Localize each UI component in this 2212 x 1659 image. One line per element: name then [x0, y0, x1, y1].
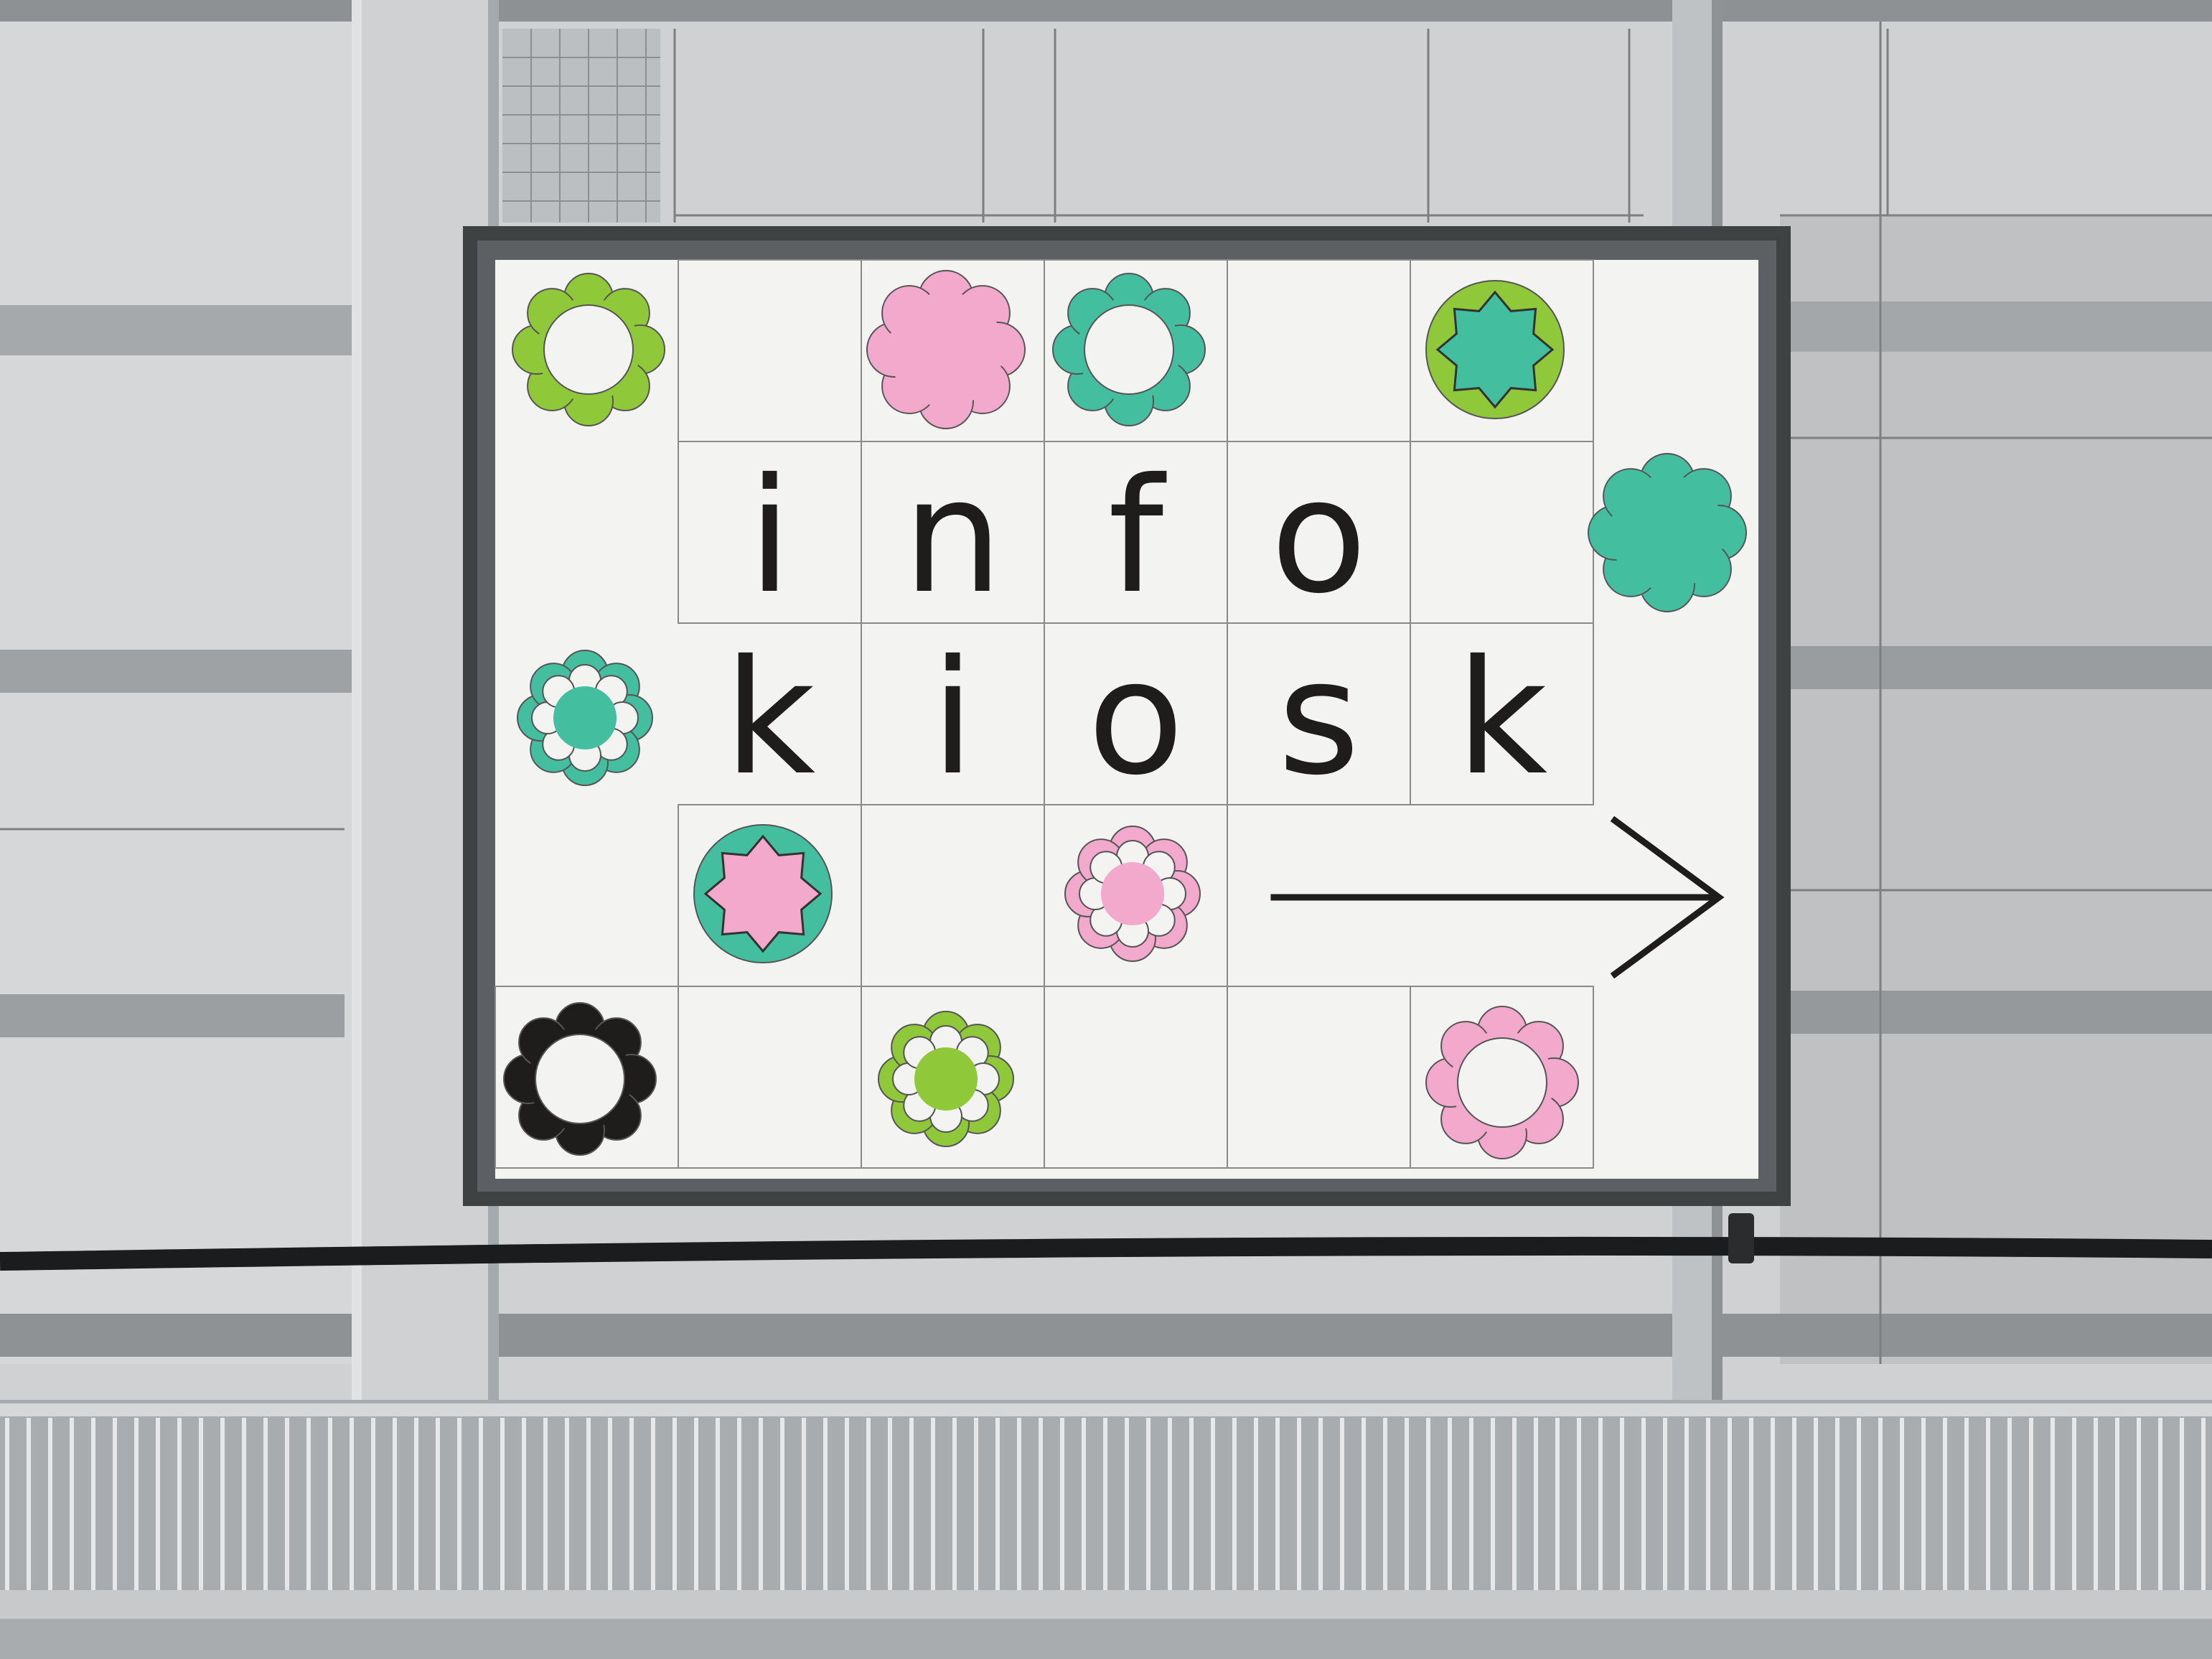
right-arrow-icon	[1270, 816, 1725, 979]
teal-solid-flower-icon	[1588, 453, 1747, 612]
sign-letter: o	[1270, 444, 1367, 628]
sign-letter: f	[1108, 444, 1167, 628]
pink-solid-flower-icon	[866, 270, 1026, 429]
green-star-badge-icon	[1425, 280, 1565, 419]
sign-letter: k	[724, 626, 815, 810]
green-scallop-flower-icon	[878, 1011, 1014, 1147]
teal-ring-flower-icon	[1052, 273, 1206, 426]
sign-letter: k	[1456, 626, 1547, 810]
balcony-railing	[0, 1400, 2212, 1659]
sign-flowers	[503, 270, 1747, 1159]
black-ring-flower-icon	[503, 1002, 657, 1156]
sign-letter: n	[903, 444, 1003, 628]
green-ring-flower-icon	[512, 273, 665, 426]
cable	[0, 1213, 2212, 1271]
sign-letter: i	[931, 626, 975, 810]
teal-star-badge-icon	[693, 824, 833, 963]
sign-letter: i	[748, 444, 792, 628]
pink-scallop-flower-icon	[1064, 826, 1201, 962]
teal-scallop-flower-icon	[517, 650, 653, 786]
sign-letter: o	[1087, 626, 1184, 810]
pink-ring-flower-icon	[1425, 1006, 1579, 1159]
sign-letter: s	[1278, 626, 1360, 810]
